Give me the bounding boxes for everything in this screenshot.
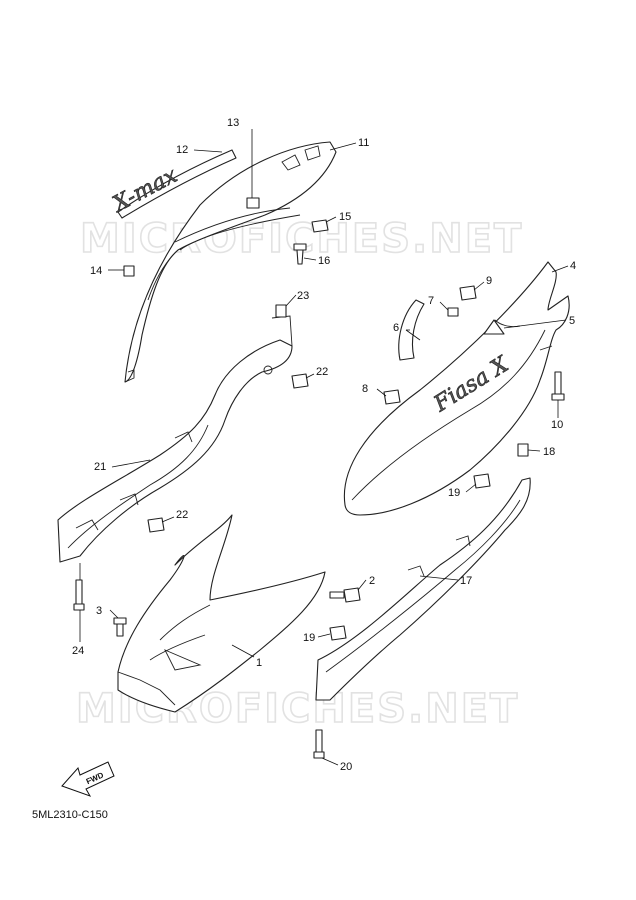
callout-5: 5 (569, 315, 575, 327)
callout-24: 24 (72, 645, 84, 657)
callout-8: 8 (362, 383, 368, 395)
callout-23: 23 (297, 290, 309, 302)
part-3-bolt (113, 617, 127, 637)
callout-9: 9 (486, 275, 492, 287)
callout-19-lower: 19 (303, 632, 315, 644)
fwd-arrow-icon: FWD (61, 761, 115, 797)
part-13-grommet (246, 197, 260, 209)
callout-14: 14 (90, 265, 102, 277)
part-19-nut-lower (329, 625, 347, 641)
callout-3: 3 (96, 605, 102, 617)
callout-labels: 1 2 3 4 5 6 7 8 9 10 11 12 13 14 15 16 1… (72, 117, 576, 773)
part-9-clip (459, 285, 477, 301)
part-2-bolt (329, 587, 361, 603)
callout-19-upper: 19 (448, 487, 460, 499)
part-4-side-cover: Fiasa X (343, 261, 570, 516)
part-23-clip (275, 304, 287, 318)
part-5-emblem (483, 319, 505, 335)
callout-6: 6 (393, 322, 399, 334)
callout-4: 4 (570, 260, 576, 272)
callout-13: 13 (227, 117, 239, 129)
part-8-clip (383, 389, 401, 405)
callout-12: 12 (176, 144, 188, 156)
callout-20: 20 (340, 761, 352, 773)
callout-15: 15 (339, 211, 351, 223)
part-22-nut-upper (291, 373, 309, 389)
callout-7: 7 (428, 295, 434, 307)
part-21-inner-rail (57, 315, 293, 563)
part-6-strip (398, 299, 425, 361)
part-11-upper-side-cover (124, 141, 337, 383)
part-14-clip (123, 265, 135, 277)
part-7-clip (447, 307, 459, 317)
decal-logo-upper: X-max (107, 163, 182, 219)
part-1-under-cover (117, 514, 326, 713)
part-17-lower-cover (315, 477, 531, 701)
part-15-nut (311, 219, 329, 233)
part-24-screw (73, 579, 85, 611)
callout-22-upper: 22 (316, 366, 328, 378)
part-16-screw (293, 243, 307, 265)
callout-21: 21 (94, 461, 106, 473)
part-22-nut-lower (147, 517, 165, 533)
part-20-screw (313, 729, 325, 759)
callout-10: 10 (551, 419, 563, 431)
callout-18: 18 (543, 446, 555, 458)
callout-1: 1 (256, 657, 262, 669)
callout-17: 17 (460, 575, 472, 587)
part-19-nut-upper (473, 473, 491, 489)
diagram-code: 5ML2310-C150 (32, 809, 108, 821)
callout-11: 11 (358, 137, 369, 149)
part-18-clip (517, 443, 529, 457)
callout-22-lower: 22 (176, 509, 188, 521)
leader-lines (79, 129, 569, 766)
part-10-screw (551, 371, 565, 401)
callout-16: 16 (318, 255, 330, 267)
callout-2: 2 (369, 575, 375, 587)
